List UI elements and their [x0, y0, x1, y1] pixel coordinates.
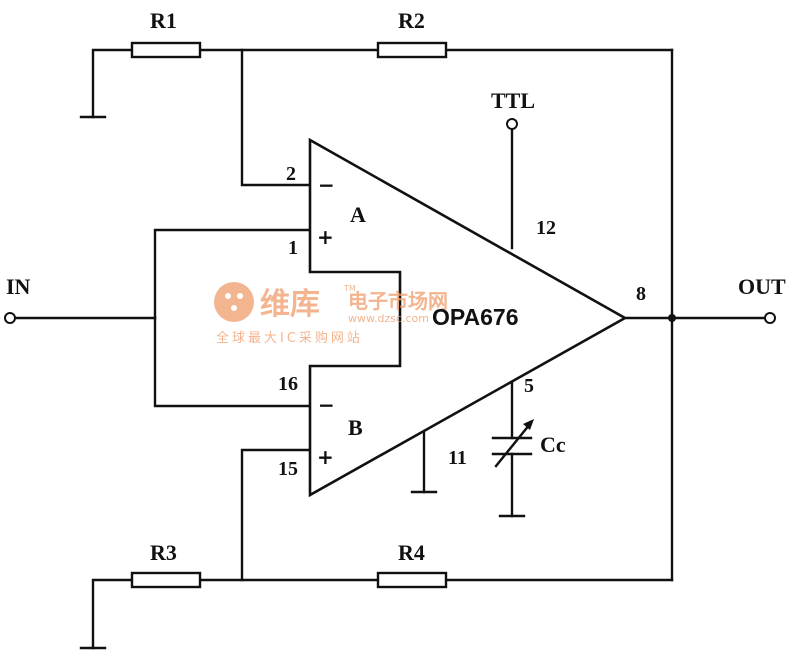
junction-dot [668, 314, 676, 322]
pin16-minus-sign: − [318, 393, 335, 417]
pin-5: 5 [524, 375, 534, 397]
pin-1: 1 [288, 237, 298, 259]
wire-top-ground [91, 48, 134, 119]
pin-11: 11 [448, 447, 467, 469]
pin15-plus-sign: + [317, 445, 334, 469]
label-r3: R3 [150, 540, 177, 565]
pin1-plus-sign: + [317, 225, 334, 249]
label-cc: Cc [540, 432, 566, 457]
resistor-r2 [376, 41, 448, 59]
watermark-tagline: 全球最大IC采购网站 [216, 330, 363, 346]
resistor-r3 [130, 571, 202, 589]
wire-bottom-ground [91, 578, 134, 650]
label-in: IN [6, 274, 31, 299]
label-amp-b: B [348, 415, 363, 440]
cc-adjust-arrow [494, 422, 532, 468]
label-out: OUT [738, 274, 786, 299]
watermark-tm: TM [343, 284, 356, 293]
pin-12: 12 [536, 217, 556, 239]
pin-2: 2 [286, 163, 296, 185]
capacitor-cc [491, 419, 534, 468]
watermark-url: www.dzsc.com [348, 312, 429, 325]
resistor-r1 [130, 41, 202, 59]
wire-to-pin2 [240, 48, 312, 187]
watermark-brand: 维库 [260, 287, 320, 322]
resistor-r4 [376, 571, 448, 589]
ttl-terminal [506, 118, 518, 130]
watermark-logo-icon [214, 282, 254, 322]
wire-to-pin15 [240, 448, 312, 582]
label-r4: R4 [398, 540, 425, 565]
in-terminal [4, 312, 16, 324]
wire-to-pin1 [153, 228, 312, 320]
pin-15: 15 [278, 458, 298, 480]
wires [13, 48, 767, 650]
label-ttl: TTL [491, 88, 535, 113]
out-terminal [764, 312, 776, 324]
pin-16: 16 [278, 373, 298, 395]
wire-to-pin16 [153, 316, 312, 408]
opamp-body [308, 137, 628, 498]
label-r1: R1 [150, 8, 177, 33]
label-r2: R2 [398, 8, 425, 33]
pin2-minus-sign: − [318, 173, 335, 197]
label-amp-a: A [350, 202, 366, 227]
pin-8: 8 [636, 283, 646, 305]
watermark: 维库 电子市场网 www.dzsc.com TM 全球最大IC采购网站 [214, 282, 448, 346]
label-part-number: OPA676 [432, 304, 519, 330]
watermark-site: 电子市场网 [348, 289, 448, 313]
